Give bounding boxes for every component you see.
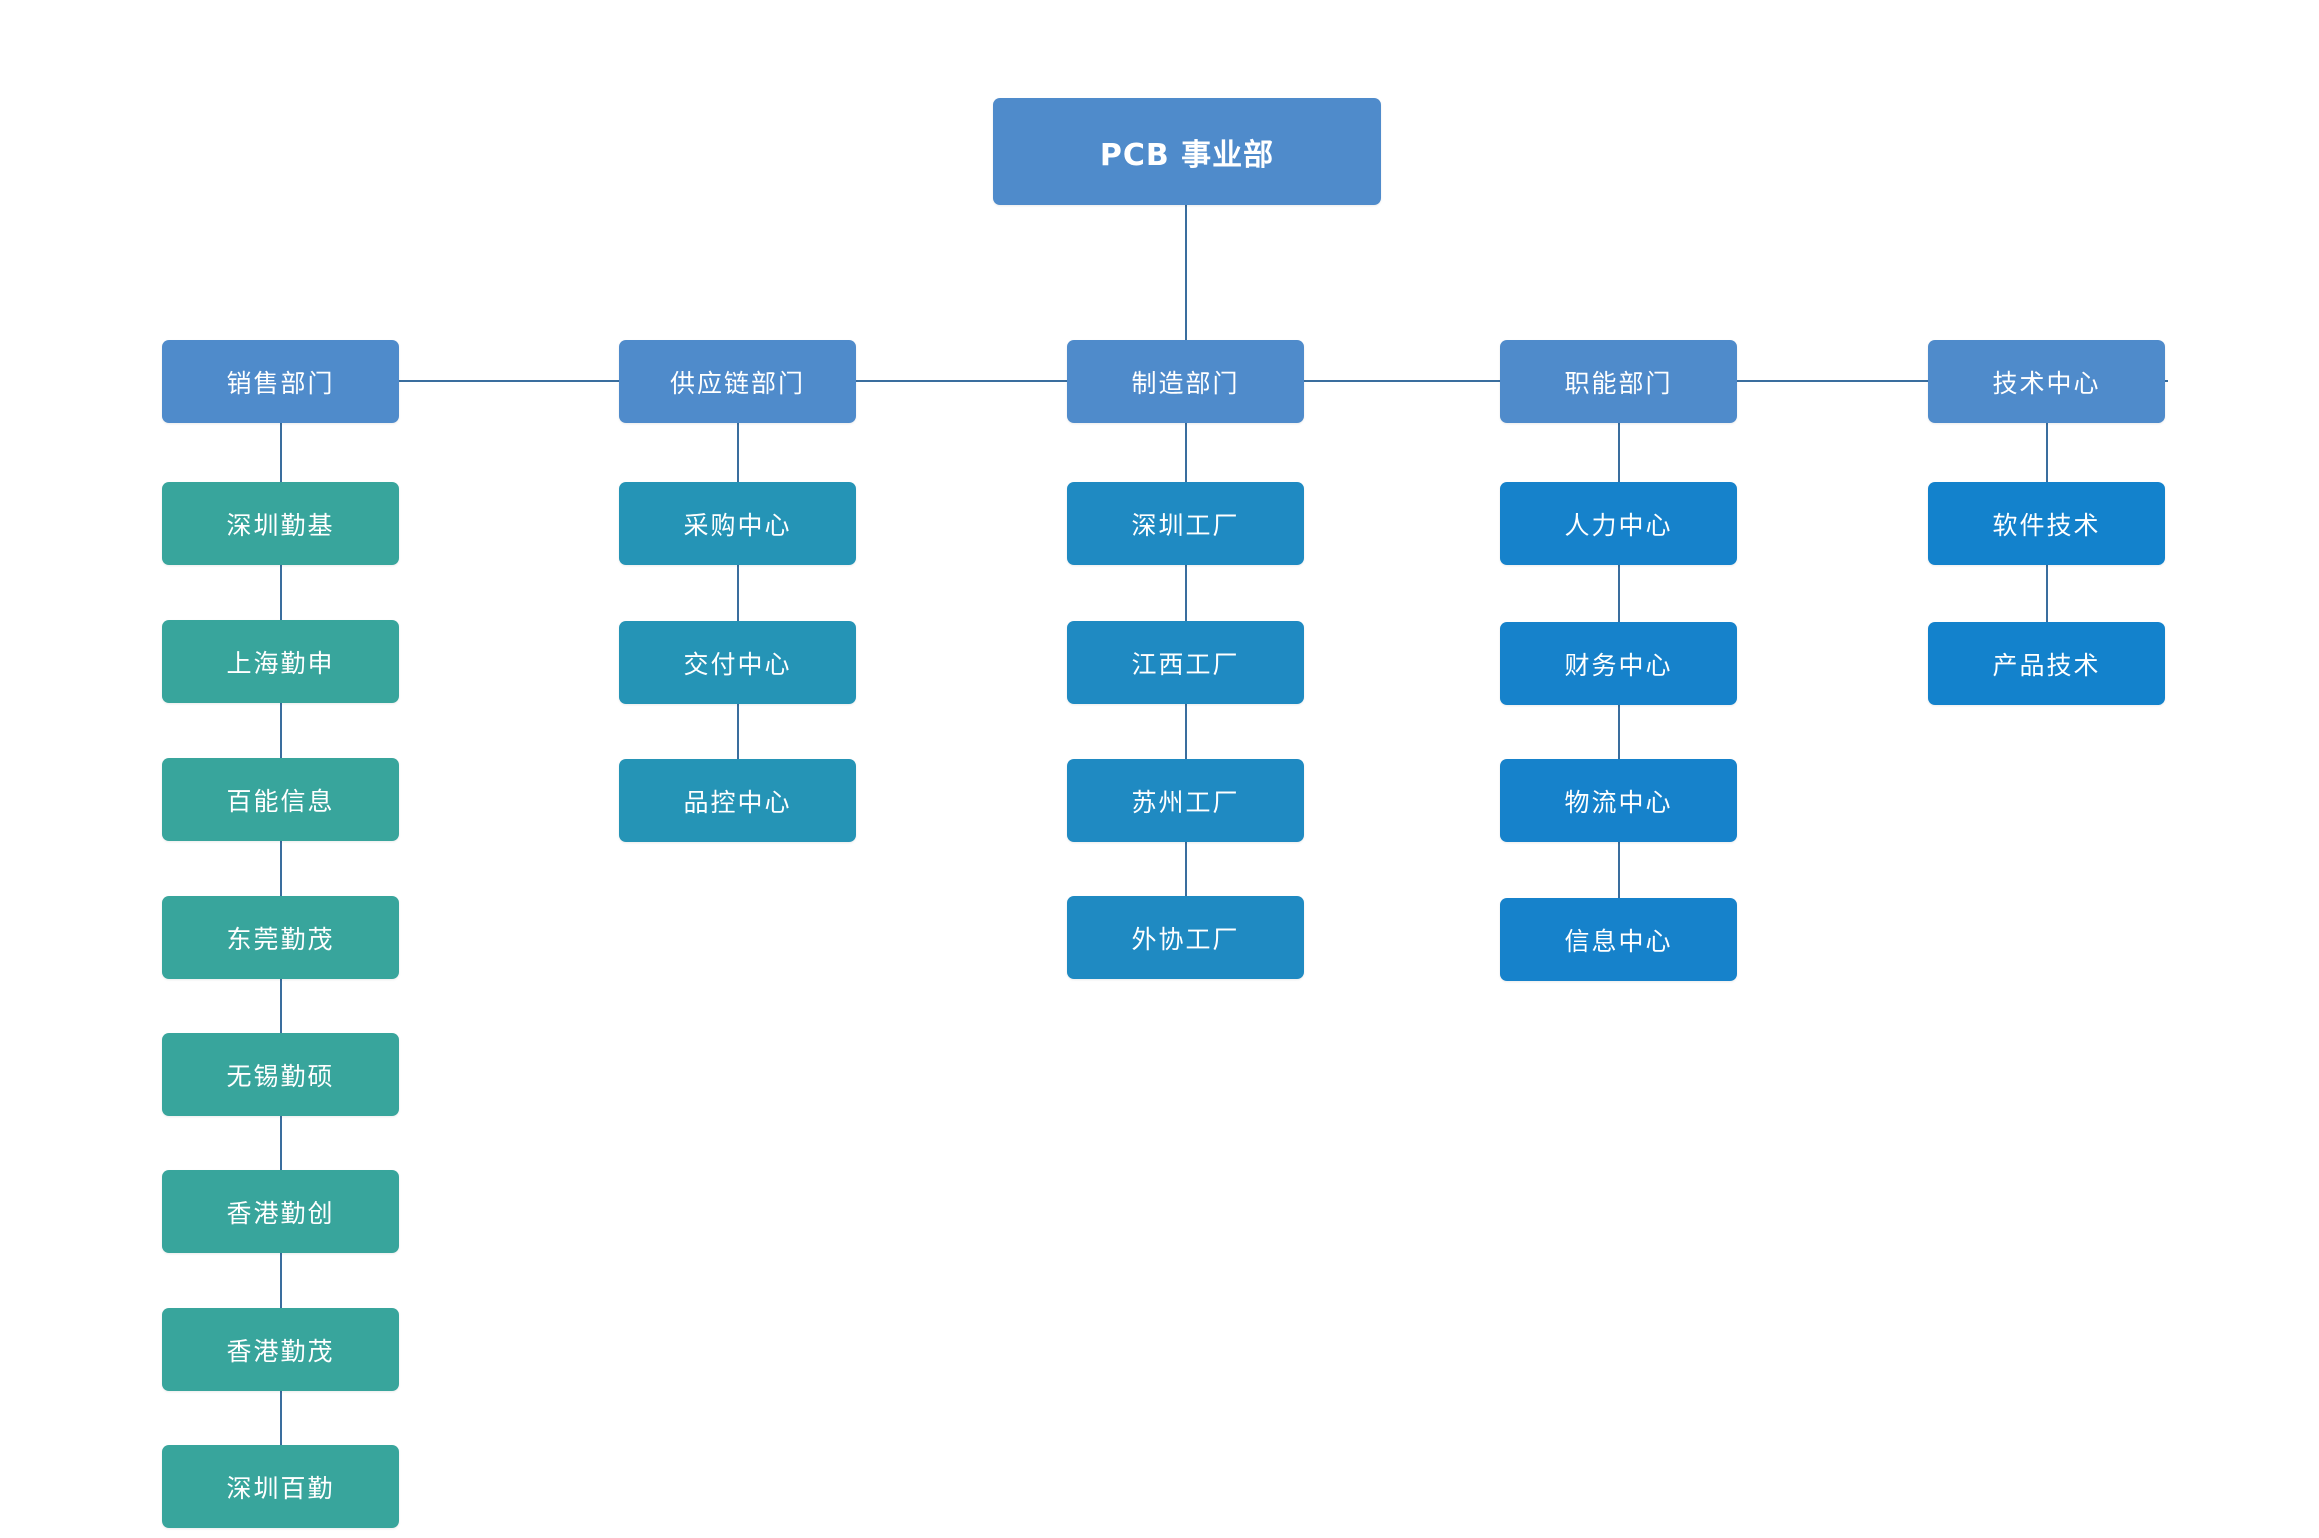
child-node-supply-chain: 品控中心 [619, 759, 856, 842]
child-node-manufacturing: 深圳工厂 [1067, 482, 1304, 565]
connector-supply-chain-children [737, 423, 739, 759]
child-label: 苏州工厂 [1131, 787, 1240, 817]
root-node: PCB 事业部 [993, 98, 1381, 205]
child-label: 信息中心 [1564, 926, 1673, 956]
child-label: 江西工厂 [1131, 649, 1240, 679]
child-node-supply-chain: 采购中心 [619, 482, 856, 565]
child-node-sales: 无锡勤硕 [162, 1033, 399, 1116]
child-label: 采购中心 [683, 510, 792, 540]
child-node-sales: 百能信息 [162, 758, 399, 841]
child-label: 人力中心 [1564, 510, 1673, 540]
child-label: 外协工厂 [1131, 924, 1240, 954]
child-node-functions: 物流中心 [1500, 759, 1737, 842]
child-label: 软件技术 [1992, 510, 2101, 540]
child-label: 百能信息 [226, 786, 335, 816]
department-node-functions: 职能部门 [1500, 340, 1737, 423]
child-label: 产品技术 [1992, 650, 2101, 680]
child-node-supply-chain: 交付中心 [619, 621, 856, 704]
child-node-sales: 东莞勤茂 [162, 896, 399, 979]
child-label: 香港勤创 [226, 1198, 335, 1228]
child-node-sales: 上海勤申 [162, 620, 399, 703]
department-label: 供应链部门 [669, 368, 805, 398]
department-node-manufacturing: 制造部门 [1067, 340, 1304, 423]
child-node-technology: 软件技术 [1928, 482, 2165, 565]
child-label: 上海勤申 [226, 648, 335, 678]
child-label: 深圳工厂 [1131, 510, 1240, 540]
child-node-functions: 信息中心 [1500, 898, 1737, 981]
child-label: 东莞勤茂 [226, 924, 335, 954]
child-label: 交付中心 [683, 649, 792, 679]
child-label: 品控中心 [683, 787, 792, 817]
department-label: 技术中心 [1992, 368, 2101, 398]
connector-root-to-bus [1185, 205, 1187, 381]
department-node-sales: 销售部门 [162, 340, 399, 423]
child-node-sales: 深圳百勤 [162, 1445, 399, 1528]
root-node-label: PCB 事业部 [1099, 137, 1275, 173]
child-node-technology: 产品技术 [1928, 622, 2165, 705]
child-label: 物流中心 [1564, 787, 1673, 817]
child-node-manufacturing: 外协工厂 [1067, 896, 1304, 979]
child-label: 财务中心 [1564, 650, 1673, 680]
child-node-manufacturing: 江西工厂 [1067, 621, 1304, 704]
child-label: 深圳百勤 [226, 1473, 335, 1503]
child-node-manufacturing: 苏州工厂 [1067, 759, 1304, 842]
child-label: 无锡勤硕 [226, 1061, 335, 1091]
child-node-functions: 人力中心 [1500, 482, 1737, 565]
department-node-technology: 技术中心 [1928, 340, 2165, 423]
child-node-sales: 香港勤茂 [162, 1308, 399, 1391]
child-label: 深圳勤基 [226, 510, 335, 540]
child-node-functions: 财务中心 [1500, 622, 1737, 705]
department-label: 职能部门 [1564, 368, 1673, 398]
child-label: 香港勤茂 [226, 1336, 335, 1366]
department-label: 制造部门 [1131, 368, 1240, 398]
department-node-supply-chain: 供应链部门 [619, 340, 856, 423]
department-label: 销售部门 [226, 368, 335, 398]
child-node-sales: 深圳勤基 [162, 482, 399, 565]
child-node-sales: 香港勤创 [162, 1170, 399, 1253]
